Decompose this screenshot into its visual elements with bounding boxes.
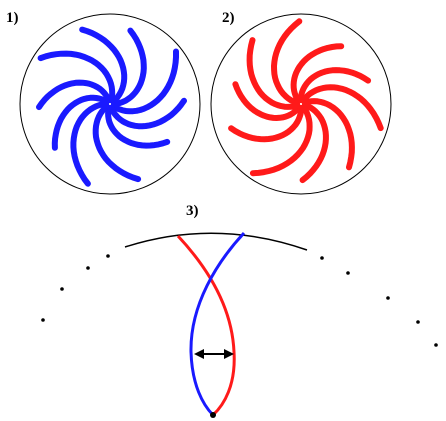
panel-2-spiral-arms <box>228 18 384 184</box>
panel-1-label: 1) <box>6 10 19 26</box>
spiral-arm <box>110 48 179 115</box>
spiral-arm <box>228 105 305 143</box>
origin-point <box>210 412 216 418</box>
spiral-arm <box>246 37 301 110</box>
disk-edge-dotted-continuation <box>41 254 438 347</box>
spiral-arm <box>297 67 372 103</box>
spiral-arm <box>108 97 187 130</box>
spiral-arm <box>105 104 171 149</box>
spiral-arm <box>249 104 313 177</box>
spiral-arm <box>232 81 302 121</box>
edge-dot <box>106 254 110 258</box>
spiral-arm <box>271 18 303 106</box>
spiral-arm <box>92 103 142 183</box>
spiral-arm <box>290 43 345 104</box>
panel-1-disk-outline <box>19 13 201 195</box>
edge-dot <box>434 343 438 347</box>
disk-edge-arc <box>124 232 308 251</box>
spiral-arm <box>37 50 116 104</box>
spiral-arm <box>51 94 110 151</box>
edge-dot <box>416 320 420 324</box>
edge-dot <box>346 271 350 275</box>
spiral-arm <box>79 26 128 105</box>
spiral-arm <box>299 102 329 184</box>
double-headed-arrow-icon <box>194 349 234 359</box>
spiral-arm <box>111 27 147 107</box>
panel-3: 3) <box>41 203 438 418</box>
panel-2: 2) <box>210 10 392 195</box>
edge-dot <box>41 318 45 322</box>
blue-trajectory <box>189 231 246 417</box>
panel-1-spiral-arms <box>36 26 187 187</box>
panel-2-label: 2) <box>222 10 235 26</box>
edge-dot <box>320 256 324 260</box>
edge-dot <box>86 266 90 270</box>
panel-3-label: 3) <box>186 203 199 219</box>
spiral-arm <box>36 79 112 111</box>
spiral-arm <box>301 98 355 171</box>
spiral-arm <box>300 84 384 132</box>
edge-dot <box>386 296 390 300</box>
panel-1: 1) <box>6 10 201 195</box>
panel-2-disk-outline <box>210 13 392 195</box>
edge-dot <box>60 287 64 291</box>
red-trajectory <box>176 234 236 417</box>
spiral-arm <box>70 101 109 187</box>
